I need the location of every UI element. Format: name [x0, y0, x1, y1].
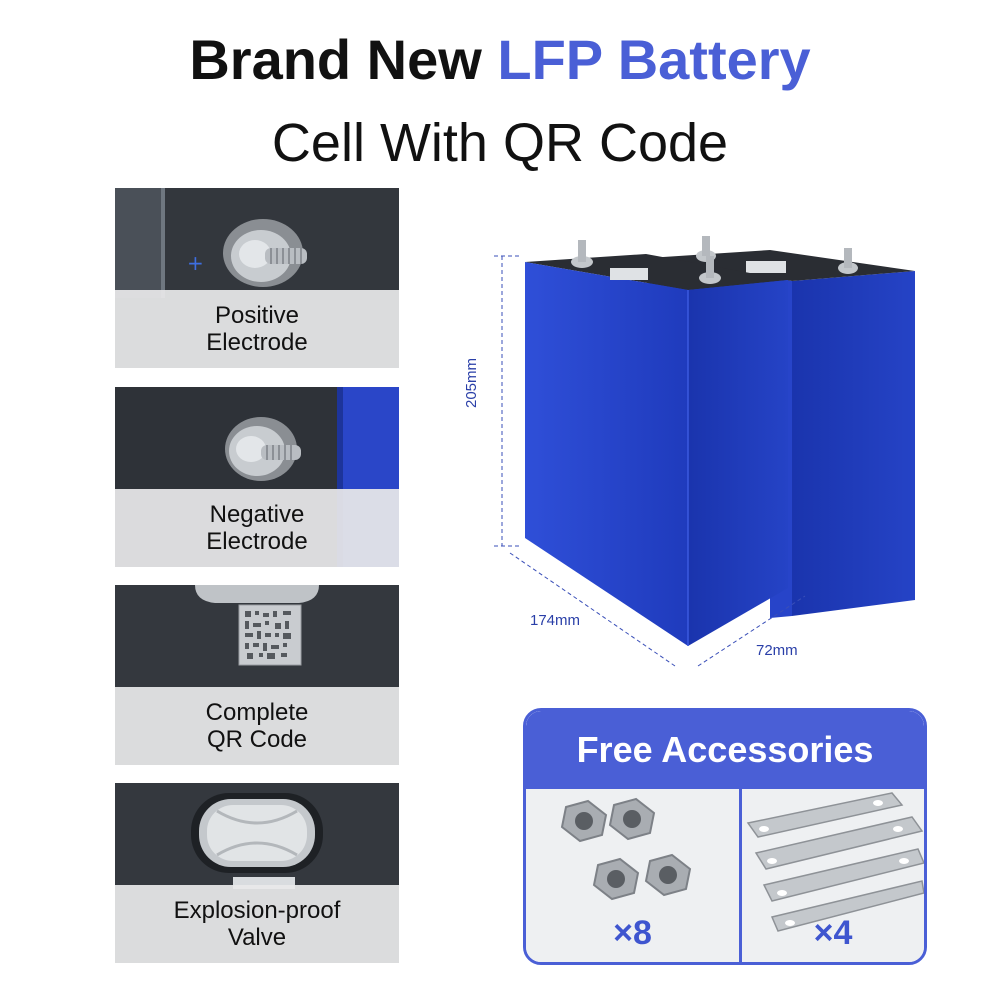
- feature-caption-line1: Explosion-proof: [173, 897, 341, 924]
- feature-positive-electrode: + Positive Electrode: [115, 188, 399, 368]
- accessories-title: Free Accessories: [526, 711, 924, 789]
- svg-text:+: +: [187, 251, 204, 275]
- feature-caption-line1: Complete: [205, 699, 309, 726]
- free-accessories-panel: Free Accessories ×8: [523, 708, 927, 965]
- dimension-width-label: 72mm: [756, 642, 798, 659]
- busbar-icon: [746, 792, 924, 932]
- battery-cells-illustration: [494, 236, 915, 667]
- title-prefix: Brand New: [189, 28, 482, 91]
- feature-caption-line1: Positive: [214, 302, 300, 329]
- feature-caption: Positive Electrode: [115, 290, 399, 368]
- nuts-quantity: ×8: [613, 914, 652, 952]
- feature-caption-line2: Electrode: [206, 329, 308, 356]
- hex-nut-icon: [560, 797, 692, 901]
- title-accent: LFP Battery: [497, 28, 811, 91]
- page-title: Brand New LFP Battery: [0, 28, 1000, 92]
- feature-caption-line1: Negative: [209, 501, 305, 528]
- feature-caption-line2: QR Code: [206, 726, 308, 753]
- feature-qr-code: Complete QR Code: [115, 585, 399, 765]
- accessories-divider: [739, 789, 742, 962]
- page-subtitle: Cell With QR Code: [271, 113, 729, 173]
- accessory-nuts: ×8: [526, 789, 739, 962]
- dimension-height-label: 205mm: [463, 357, 480, 408]
- feature-caption-line2: Valve: [227, 924, 287, 951]
- busbars-quantity: ×4: [813, 914, 853, 952]
- feature-caption-line2: Electrode: [206, 528, 308, 555]
- feature-caption: Negative Electrode: [115, 489, 399, 567]
- feature-caption: Complete QR Code: [115, 687, 399, 765]
- accessory-busbars: ×4: [742, 789, 924, 962]
- dimension-lines: [494, 255, 806, 667]
- feature-explosion-proof-valve: Explosion-proof Valve: [115, 783, 399, 963]
- battery-cell-front: [525, 240, 788, 646]
- dimension-length-label: 174mm: [530, 612, 581, 629]
- feature-caption: Explosion-proof Valve: [115, 885, 399, 963]
- feature-negative-electrode: Negative Electrode: [115, 387, 399, 567]
